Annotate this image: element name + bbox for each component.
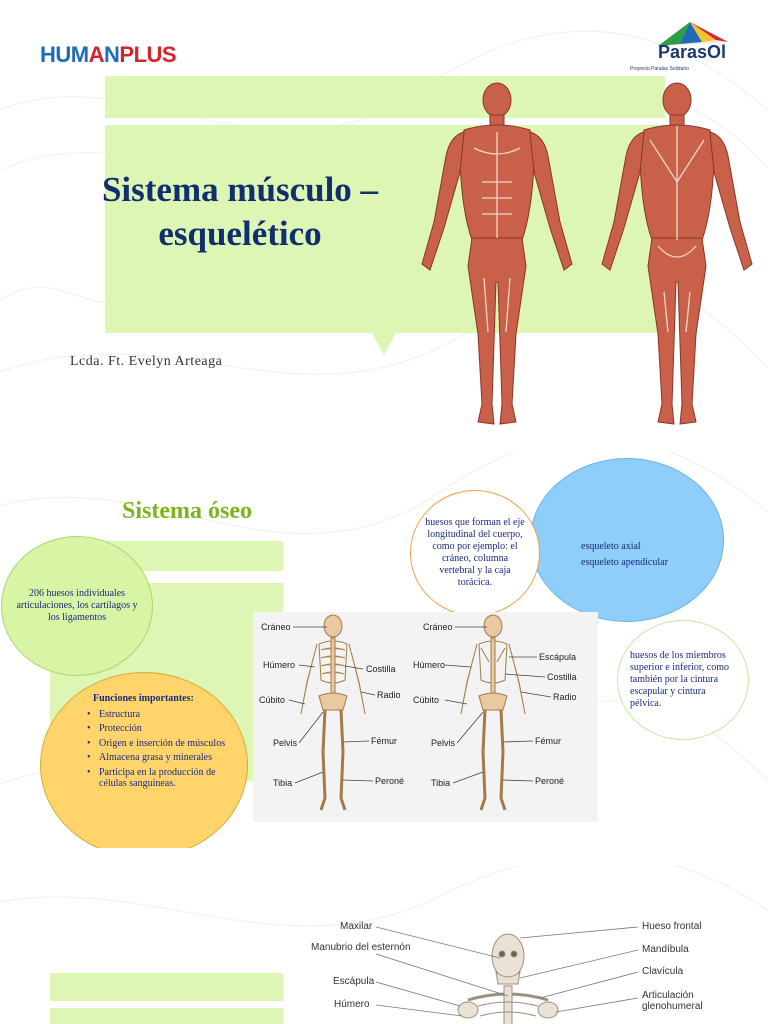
label-costilla-back: Costilla bbox=[547, 672, 577, 682]
accent-band bbox=[50, 973, 283, 1001]
skeleton-back-image bbox=[460, 614, 526, 811]
label-hueso-frontal: Hueso frontal bbox=[642, 921, 702, 932]
muscle-anatomy-front-image bbox=[421, 82, 573, 425]
author-name: Lcda. Ft. Evelyn Arteaga bbox=[70, 354, 223, 369]
title-panel-pointer bbox=[372, 333, 396, 355]
label-humero: Húmero bbox=[334, 999, 370, 1010]
slide-title: Sistema óseo bbox=[122, 498, 252, 524]
content-panel bbox=[50, 1008, 283, 1024]
parasol-logo: ParasOl Proyecto Paralax Solidario bbox=[628, 20, 738, 76]
label-escapula: Escápula bbox=[539, 652, 577, 662]
title-accent-band bbox=[105, 76, 665, 118]
label-radio: Radio bbox=[377, 690, 401, 700]
umbrella-icon bbox=[658, 22, 728, 46]
muscle-anatomy-back-image bbox=[601, 82, 753, 425]
slide-title-line2: esquelético bbox=[158, 214, 322, 253]
skeletal-system-slide: Sistema óseo 206 huesos individuales art… bbox=[0, 452, 768, 848]
label-cubito: Cúbito bbox=[259, 695, 286, 705]
bones-count-circle: 206 huesos individuales articulaciones, … bbox=[1, 536, 153, 676]
list-item: Estructura bbox=[87, 709, 229, 721]
label-perone: Peroné bbox=[375, 776, 405, 786]
label-maxilar: Maxilar bbox=[340, 921, 373, 932]
label-craneo: Cráneo bbox=[261, 622, 291, 632]
skeleton-front-image bbox=[300, 614, 366, 811]
list-item: Participa en la producción de células sa… bbox=[87, 767, 229, 790]
skeleton-upper-body-image bbox=[457, 933, 559, 1024]
label-leader-lines bbox=[288, 626, 552, 784]
skeleton-detail-slide: Maxilar Manubrio del esternón Escápula H… bbox=[0, 866, 768, 1024]
bones-count-text: 206 huesos individuales articulaciones, … bbox=[16, 588, 138, 623]
label-pelvis: Pelvis bbox=[273, 738, 298, 748]
axial-definition-text: huesos que forman el eje longitudinal de… bbox=[425, 517, 525, 588]
label-femur: Fémur bbox=[371, 736, 398, 746]
list-item: Origen e inserción de músculos bbox=[87, 738, 229, 750]
appendicular-skeleton-label: esqueleto apendicular bbox=[581, 557, 668, 568]
functions-list: Estructura Protección Origen e inserción… bbox=[87, 709, 229, 790]
axial-skeleton-label: esqueleto axial bbox=[581, 541, 641, 552]
label-humero: Húmero bbox=[263, 660, 296, 670]
label-tibia-back: Tibia bbox=[431, 778, 451, 788]
parasol-wordmark: ParasOl bbox=[658, 42, 727, 62]
list-item: Almacena grasa y minerales bbox=[87, 752, 229, 764]
label-costilla: Costilla bbox=[366, 664, 396, 674]
slide-title: Sistema músculo – esquelético bbox=[70, 168, 410, 256]
functions-heading: Funciones importantes: bbox=[93, 693, 194, 704]
title-panel bbox=[105, 125, 665, 333]
label-leader-lines bbox=[375, 926, 639, 1017]
label-manubrio-esternon: Manubrio del esternón bbox=[311, 942, 411, 953]
functions-circle: Funciones importantes: Estructura Protec… bbox=[40, 672, 248, 848]
label-perone-back: Peroné bbox=[535, 776, 565, 786]
label-mandibula: Mandíbula bbox=[642, 944, 689, 955]
slide-title-line1: Sistema músculo – bbox=[101, 170, 379, 209]
label-radio-back: Radio bbox=[553, 692, 577, 702]
label-craneo-back: Cráneo bbox=[423, 622, 453, 632]
label-femur-back: Fémur bbox=[535, 736, 562, 746]
appendicular-definition-circle: huesos de los miembros superior e inferi… bbox=[617, 620, 749, 740]
humanplus-logo: HUMANPLUS bbox=[40, 42, 177, 67]
axial-definition-circle: huesos que forman el eje longitudinal de… bbox=[410, 490, 540, 616]
label-articulacion-glenohumeral: Articulación glenohumeral bbox=[642, 990, 703, 1012]
label-cubito-back: Cúbito bbox=[413, 695, 440, 705]
label-clavicula: Clavícula bbox=[642, 966, 684, 977]
label-escapula: Escápula bbox=[333, 976, 375, 987]
appendicular-definition-text: huesos de los miembros superior e inferi… bbox=[630, 650, 730, 709]
title-slide: HUMANPLUS ParasOl Proyecto Paralax Solid… bbox=[0, 0, 768, 436]
label-humero-back: Húmero bbox=[413, 660, 446, 670]
list-item: Protección bbox=[87, 723, 229, 735]
label-pelvis-back: Pelvis bbox=[431, 738, 456, 748]
parasol-tagline: Proyecto Paralax Solidario bbox=[630, 66, 689, 72]
skeleton-divisions-circle: esqueleto axial esqueleto apendicular bbox=[530, 458, 724, 622]
label-tibia: Tibia bbox=[273, 778, 293, 788]
skeleton-diagram: Cráneo Húmero Cúbito Pelvis Tibia Costil… bbox=[253, 612, 598, 822]
